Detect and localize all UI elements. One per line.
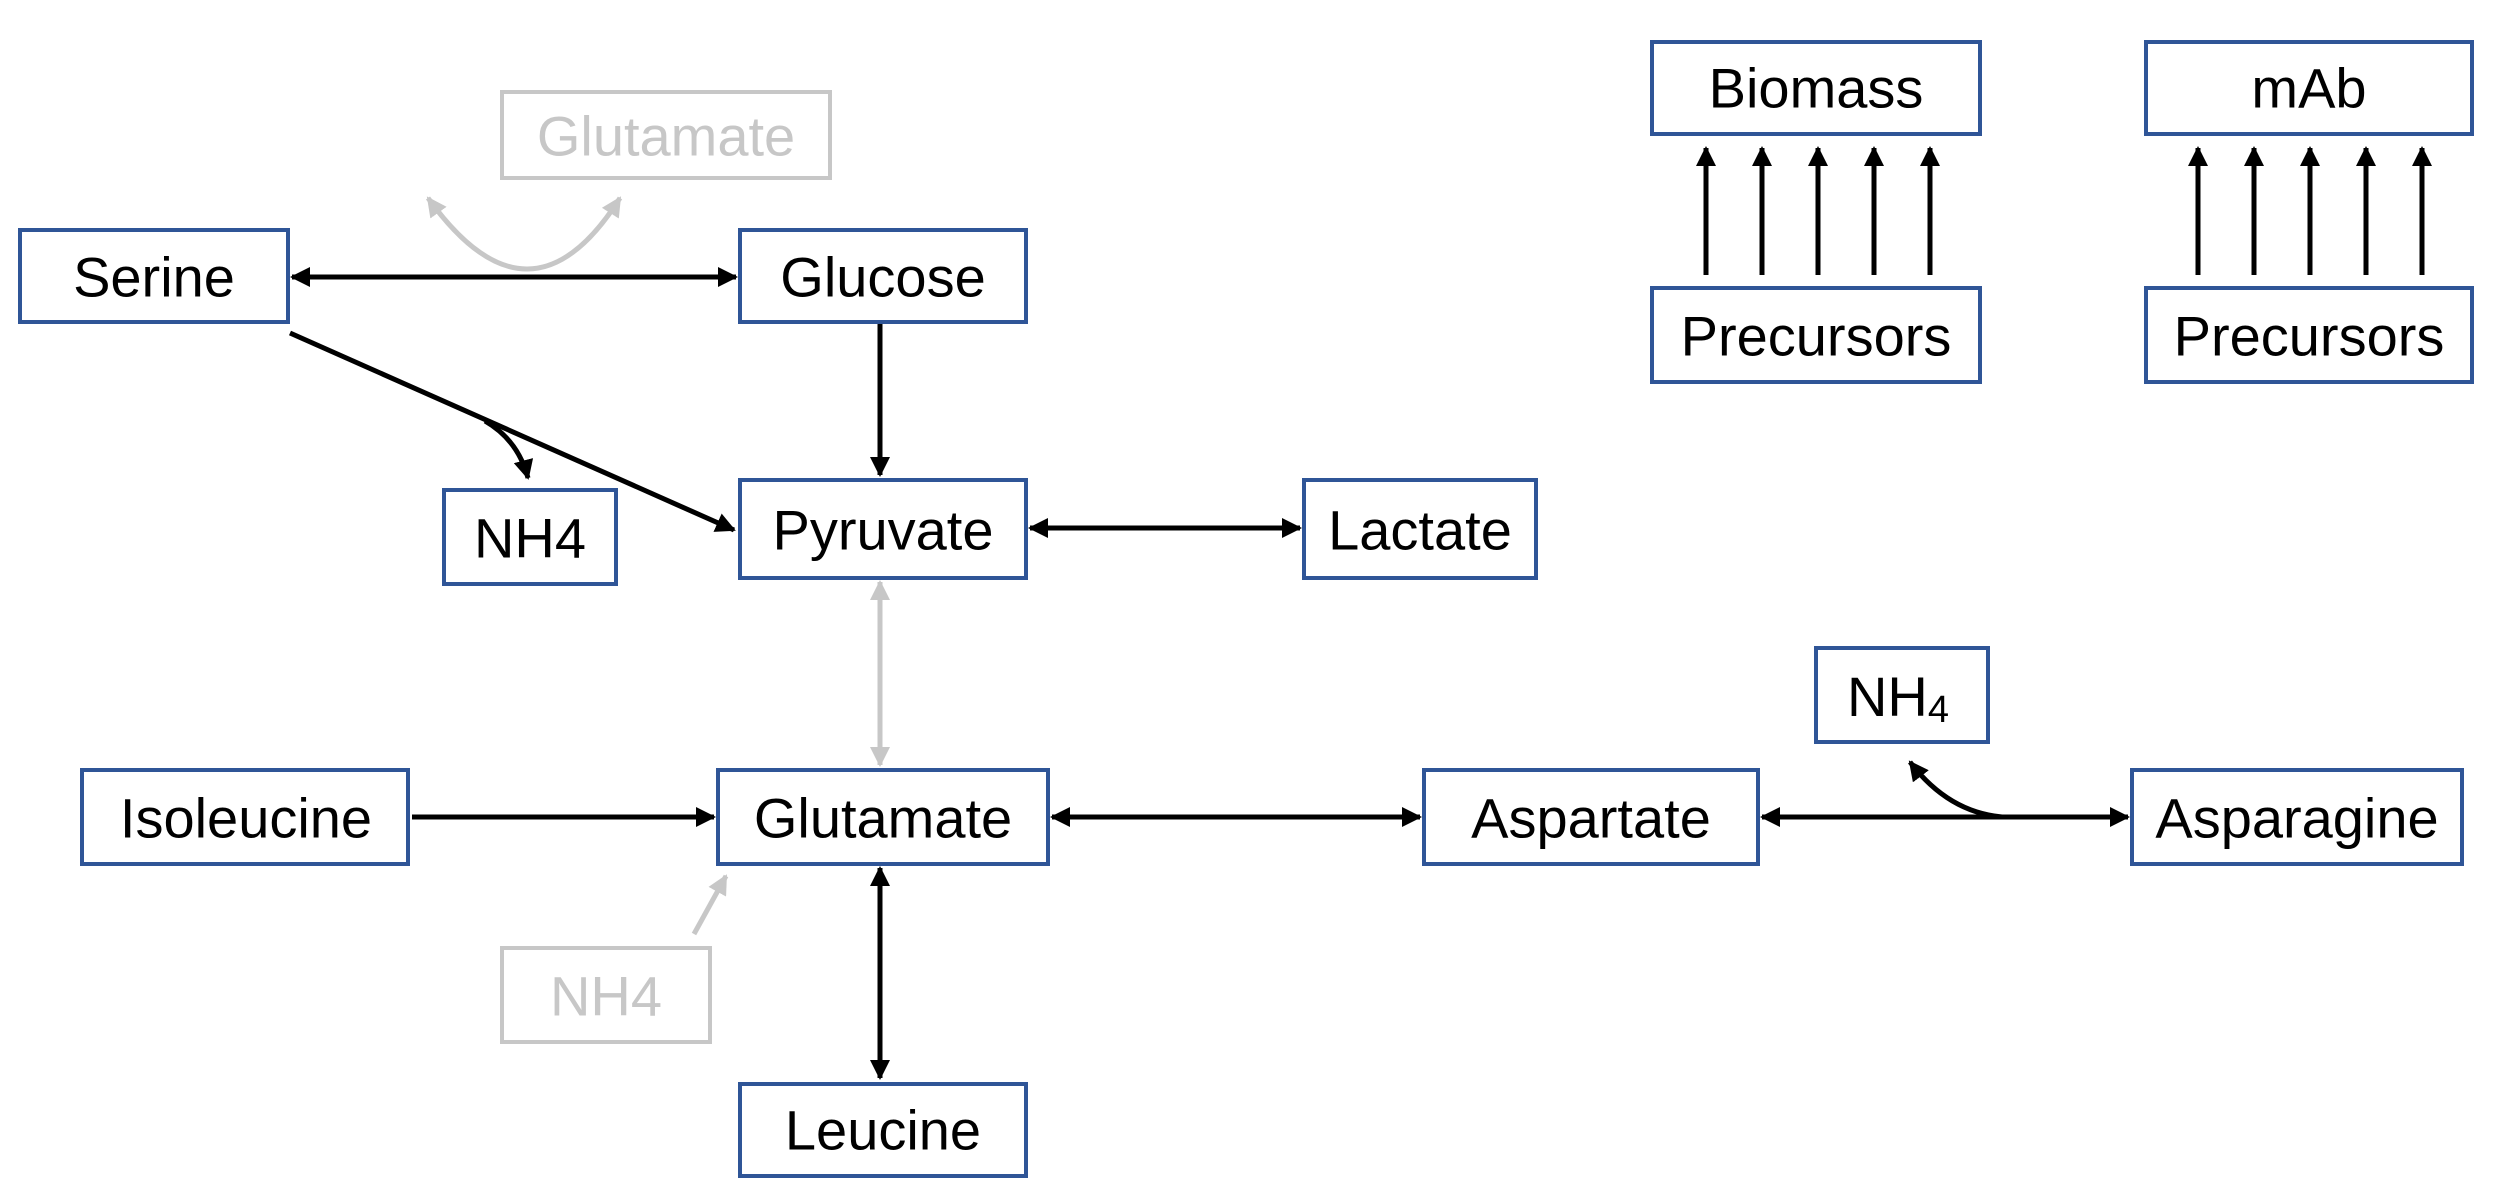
glucose-node: Glucose [738,228,1028,324]
mab-precursors-box [2144,286,2474,384]
biomass-precursors-box [1650,286,1982,384]
nh4-serine-label: NH4 [474,507,586,570]
glutamate-cofactor-cycle-edge [425,196,623,272]
glutamate-cofactor-node: Glutamate [500,90,832,180]
serine-pyruvate-edge [288,330,736,533]
glutamate-node: Glutamate [716,768,1050,866]
mab-box [2144,40,2474,136]
lactate-node: Lactate [1302,478,1538,580]
nh4-glutamate-box [500,946,712,1044]
nh4-asparagine-box [1814,646,1990,744]
aspartate-box [1422,768,1760,866]
aspartate-label: Aspartate [1471,787,1711,850]
nh4-asparagine-node: NH4 [1814,646,1990,744]
glutamate-cofactor-label: Glutamate [537,105,795,168]
mab-precursors-label: Precursors [2174,305,2445,368]
glutamate-box [716,768,1050,866]
biomass-precursors-node: Precursors [1650,286,1982,384]
leucine-label: Leucine [785,1099,981,1162]
nh4-glutamate-edge [691,874,729,936]
leucine-node: Leucine [738,1082,1028,1178]
nh4-glutamate-label: NH4 [550,965,662,1028]
mab-precursor-arrows [2188,146,2432,275]
glucose-label: Glucose [780,246,985,309]
isoleucine-node: Isoleucine [80,768,410,866]
glutamate-cofactor-box [500,90,832,180]
glutamate-label: Glutamate [754,787,1012,850]
biomass-node: Biomass [1650,40,1982,136]
serine-box [18,228,290,324]
leucine-box [738,1082,1028,1178]
nh4-glutamate-node: NH4 [500,946,712,1044]
pyruvate-box [738,478,1028,580]
biomass-precursors-label: Precursors [1681,305,1952,368]
serine-label: Serine [73,246,235,309]
pyruvate-label: Pyruvate [773,499,994,562]
nh4-asparagine-main: NH [1847,665,1928,728]
isoleucine-box [80,768,410,866]
nh4-serine-box [442,488,618,586]
isoleucine-label: Isoleucine [120,787,372,850]
mab-node: mAb [2144,40,2474,136]
glucose-box [738,228,1028,324]
mab-label: mAb [2251,57,2366,120]
asparagine-node: Asparagine [2130,768,2464,866]
serine-pyruvate-nh4-side-edge [483,418,534,480]
biomass-label: Biomass [1709,57,1924,120]
nh4-serine-node: NH4 [442,488,618,586]
pyruvate-node: Pyruvate [738,478,1028,580]
biomass-precursor-arrows [1696,146,1940,275]
asparagine-label: Asparagine [2155,787,2438,850]
aspartate-node: Aspartate [1422,768,1760,866]
nh4-asparagine-label: NH4 [1847,665,1949,732]
aspartate-asparagine-nh4-side-edge [1908,760,2003,820]
biomass-box [1650,40,1982,136]
nh4-asparagine-subscript: 4 [1928,689,1949,731]
mab-precursors-node: Precursors [2144,286,2474,384]
serine-node: Serine [18,228,290,324]
lactate-box [1302,478,1538,580]
lactate-label: Lactate [1328,499,1512,562]
asparagine-box [2130,768,2464,866]
